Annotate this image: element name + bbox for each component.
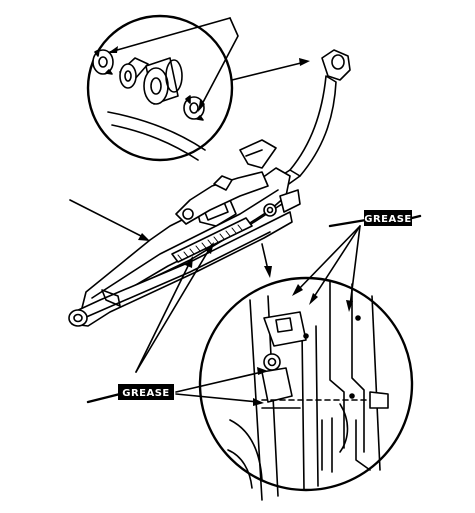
bushing-sleeve <box>119 57 149 89</box>
grease-label-box-upper <box>364 210 412 226</box>
upper-detail-circle <box>86 14 234 162</box>
lower-detail-boundary <box>198 276 414 492</box>
grease-label-upper: GREASE <box>364 214 412 225</box>
right-retaining-washer <box>183 95 205 121</box>
lower-detail-circle <box>198 276 414 501</box>
upper-pointer-arrows <box>108 17 310 112</box>
grease-callout-lower: GREASE <box>86 242 268 406</box>
grease-callout-upper: GREASE <box>292 210 422 312</box>
bushing <box>143 57 183 105</box>
detail-connector-arrow <box>261 243 272 278</box>
grease-label-box-lower <box>118 384 174 400</box>
rail-pointer-arrow <box>69 199 150 241</box>
upper-detail-arm-edge <box>107 111 206 151</box>
seat-track-assembly <box>68 139 301 327</box>
upper-detail-arm-edge-2 <box>111 124 199 161</box>
left-retaining-washer <box>92 49 114 75</box>
grease-label-lower: GREASE <box>122 388 170 399</box>
